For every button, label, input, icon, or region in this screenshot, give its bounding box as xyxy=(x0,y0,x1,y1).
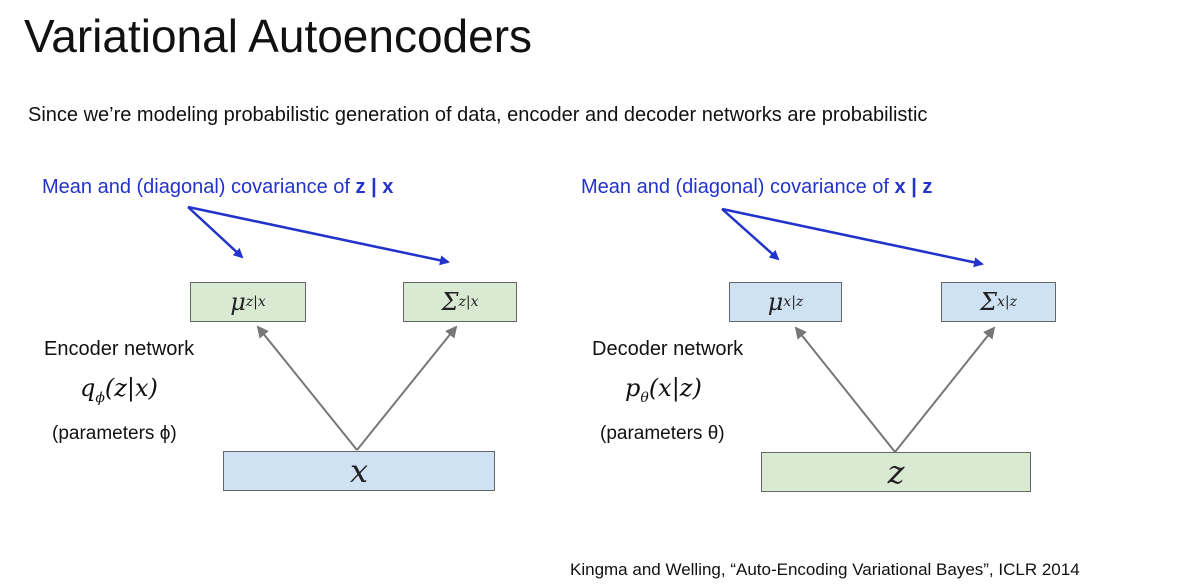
encoder-formula-sub: ϕ xyxy=(95,389,105,406)
citation: Kingma and Welling, “Auto-Encoding Varia… xyxy=(570,560,1080,579)
x-to-mu-arrow xyxy=(256,325,358,451)
encoder-mu-subscript: z|x xyxy=(245,294,266,310)
z-to-sigma-arrow xyxy=(894,326,996,453)
encoder-params: (parameters ϕ) xyxy=(52,423,177,444)
decoder-params: (parameters θ) xyxy=(600,423,725,444)
encoder-mu-symbol: μ xyxy=(230,288,246,316)
slide-subtitle: Since we’re modeling probabilistic gener… xyxy=(28,104,928,126)
decoder-mu-subscript: x|z xyxy=(783,294,804,310)
decoder-formula-arg: (x|z) xyxy=(648,374,702,402)
encoder-input-box: x xyxy=(223,451,495,491)
decoder-formula: pθ(x|z) xyxy=(625,374,702,406)
decoder-input-symbol: z xyxy=(887,453,905,491)
encoder-formula: qϕ(z|x) xyxy=(80,374,158,406)
decoder-sigma-symbol: Σ xyxy=(980,288,997,316)
x-to-sigma-arrow xyxy=(356,325,458,451)
encoder-label-to-mu-arrow xyxy=(187,206,244,259)
decoder-label-to-sigma-arrow xyxy=(721,207,984,268)
encoder-network-label: Encoder network xyxy=(44,338,195,360)
encoder-input-symbol: x xyxy=(349,452,369,490)
encoder-output-label-text: Mean and (diagonal) covariance of xyxy=(42,176,356,198)
decoder-sigma-subscript: x|z xyxy=(996,294,1017,310)
decoder-network-label: Decoder network xyxy=(592,338,744,360)
z-to-mu-arrow xyxy=(794,326,896,453)
encoder-output-label: Mean and (diagonal) covariance of z | x xyxy=(42,176,393,199)
encoder-output-label-bold: z | x xyxy=(355,176,394,198)
encoder-sigma-subscript: z|x xyxy=(458,294,479,310)
decoder-label-to-mu-arrow xyxy=(721,208,780,261)
encoder-label-to-sigma-arrow xyxy=(187,205,450,266)
slide-title: Variational Autoencoders xyxy=(24,10,533,62)
decoder-formula-sub: θ xyxy=(640,389,649,406)
decoder-output-label: Mean and (diagonal) covariance of x | z xyxy=(581,176,932,199)
decoder-input-box: z xyxy=(761,452,1031,492)
encoder-formula-arg: (z|x) xyxy=(104,374,158,402)
decoder-output-label-text: Mean and (diagonal) covariance of xyxy=(581,176,895,198)
decoder-mu-symbol: μ xyxy=(767,288,784,316)
encoder-formula-q: q xyxy=(80,374,96,402)
encoder-sigma-symbol: Σ xyxy=(441,288,459,316)
decoder-output-label-bold: x | z xyxy=(894,176,933,198)
decoder-formula-p: p xyxy=(625,374,641,402)
